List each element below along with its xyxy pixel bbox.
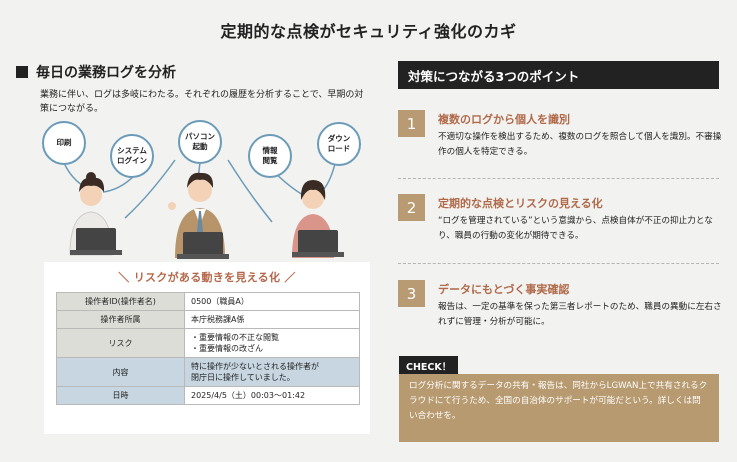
table-key: リスク xyxy=(56,328,185,358)
person-left xyxy=(69,172,122,256)
person-right xyxy=(292,180,344,258)
table-row: 操作者ID(操作者名) 0500（職員A） xyxy=(56,292,360,311)
table-value: 0500（職員A） xyxy=(184,292,360,311)
bubble-info-view: 情報 閲覧 xyxy=(248,134,292,178)
point-number: 3 xyxy=(398,280,425,307)
person-center xyxy=(168,172,229,259)
point-body: 不適切な操作を検出するため、複数のログを照合して個人を識別。不審操作の個人を特定… xyxy=(438,132,722,157)
point-number: 1 xyxy=(398,110,425,137)
section-heading-logs: 毎日の業務ログを分析 xyxy=(16,62,176,82)
divider xyxy=(398,178,719,179)
table-key: 操作者ID(操作者名) xyxy=(56,292,185,311)
point-title: 複数のログから個人を識別 xyxy=(438,113,570,126)
point-body: “ログを管理されている”という意識から、点検自体が不正の抑止力となり、職員の行動… xyxy=(438,216,713,241)
section-description: 業務に伴い、ログは多岐にわたる。それぞれの履歴を分析することで、早期の対策につな… xyxy=(40,90,364,114)
point-number: 2 xyxy=(398,194,425,221)
table-row: 操作者所属 本庁税務課A係 xyxy=(56,310,360,329)
point-body: 報告は、一定の基準を保った第三者レポートのため、職員の異動に左右されずに管理・分… xyxy=(438,302,722,327)
table-row: 日時 2025/4/5（土）00:03〜01:42 xyxy=(56,386,360,405)
table-value: 特に操作が少ないとされる操作者が 閉庁日に操作していました。 xyxy=(184,357,360,387)
square-bullet-icon xyxy=(16,66,28,78)
risk-title: ＼ リスクがある動きを見える化 ／ xyxy=(118,271,296,284)
log-table: 操作者ID(操作者名) 0500（職員A） 操作者所属 本庁税務課A係 リスク … xyxy=(56,292,360,405)
table-key: 操作者所属 xyxy=(56,310,185,329)
divider xyxy=(398,263,719,264)
bubble-pc-boot: パソコン 起動 xyxy=(178,120,222,164)
check-label: CHECK！ xyxy=(399,356,459,376)
point-title: 定期的な点検とリスクの見える化 xyxy=(438,197,603,210)
bubble-system-login: システム ログイン xyxy=(110,134,154,178)
point-title: データにもとづく事実確認 xyxy=(438,283,570,296)
table-row: リスク ・重要情報の不正な閲覧 ・重要情報の改ざん xyxy=(56,328,360,358)
table-value: 本庁税務課A係 xyxy=(184,310,360,329)
table-key: 日時 xyxy=(56,386,185,405)
bubble-print: 印刷 xyxy=(42,121,86,165)
risk-panel: ＼ リスクがある動きを見える化 ／ 操作者ID(操作者名) 0500（職員A） … xyxy=(44,262,370,434)
check-box: ログ分析に関するデータの共有・報告は、同社からLGWAN上で共有されるクラウドに… xyxy=(399,374,719,442)
table-key: 内容 xyxy=(56,357,185,387)
table-value: 2025/4/5（土）00:03〜01:42 xyxy=(184,386,360,405)
points-heading: 対策につながる3つのポイント xyxy=(398,61,719,89)
bubble-download: ダウン ロード xyxy=(317,122,361,166)
section-heading-text: 毎日の業務ログを分析 xyxy=(36,65,176,81)
page-title: 定期的な点検がセキュリティ強化のカギ xyxy=(220,22,517,41)
table-row: 内容 特に操作が少ないとされる操作者が 閉庁日に操作していました。 xyxy=(56,357,360,387)
table-value: ・重要情報の不正な閲覧 ・重要情報の改ざん xyxy=(184,328,360,358)
